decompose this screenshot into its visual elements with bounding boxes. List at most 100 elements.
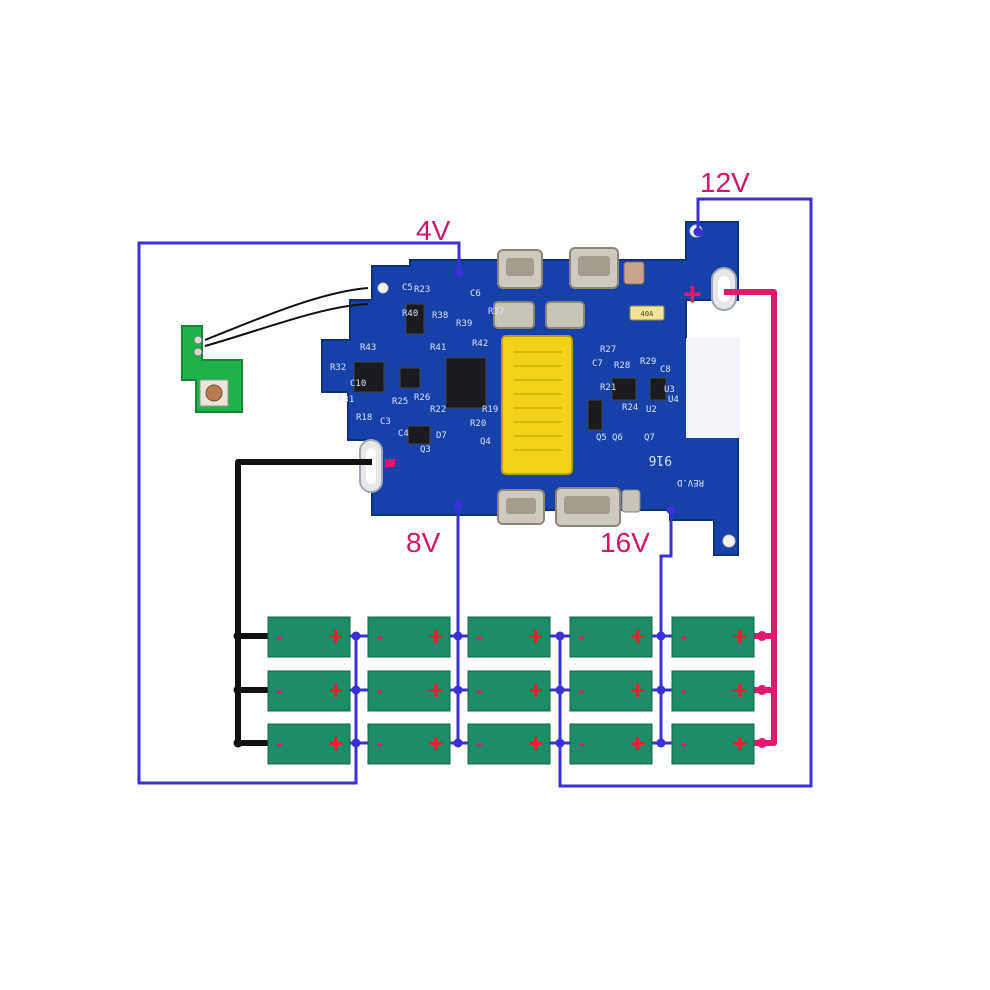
balance-wires — [137, 197, 813, 788]
cell-positive-sign: + — [328, 621, 343, 651]
battery-cell: -+ — [267, 723, 351, 765]
cell-junction-dot — [656, 738, 666, 748]
cell-positive-sign: + — [630, 728, 645, 758]
battery-cell: -+ — [671, 723, 755, 765]
wire-4v — [137, 241, 461, 785]
cell-junction-dot — [453, 738, 463, 748]
cell-junction-dots — [233, 631, 767, 748]
switch-lead-1 — [204, 287, 369, 341]
pcb-mark: 916 — [649, 452, 672, 467]
cell-junction-dot — [351, 738, 361, 748]
silkscreen-label: Q5 — [596, 433, 607, 443]
cell-negative-sign: - — [476, 626, 483, 648]
pcb-revision: REV.D — [677, 477, 704, 487]
cell-positive-sign: + — [732, 621, 747, 651]
label-12v: 12V — [700, 167, 750, 198]
battery-cell: -+ — [671, 616, 755, 658]
plus-terminal-label: + — [683, 276, 702, 312]
silkscreen-label: Q6 — [612, 433, 623, 443]
silkscreen-label: U3 — [664, 385, 675, 395]
neg-slot-hole — [366, 448, 376, 484]
junction-dots — [453, 227, 703, 515]
tactile-button — [205, 384, 223, 402]
cell-junction-dot — [555, 685, 565, 695]
silkscreen-label: D7 — [436, 431, 447, 441]
silkscreen-label: R42 — [472, 339, 488, 349]
silkscreen-label: Q3 — [420, 445, 431, 455]
battery-cell: -+ — [267, 616, 351, 658]
pos-junction-dot — [757, 631, 767, 641]
negative-wire — [235, 459, 372, 746]
silkscreen-label: U4 — [668, 395, 679, 405]
label-4v: 4V — [416, 215, 451, 246]
silkscreen-label: R39 — [456, 319, 472, 329]
switch-board — [181, 287, 369, 413]
cell-positive-sign: + — [328, 675, 343, 705]
silkscreen-label: R22 — [430, 405, 446, 415]
cell-positive-sign: + — [428, 728, 443, 758]
cell-junction-dot — [351, 685, 361, 695]
switch-lead-2 — [204, 303, 369, 347]
top-terminals — [493, 247, 645, 329]
silkscreen-label: R19 — [482, 405, 498, 415]
cell-negative-sign: - — [680, 680, 687, 702]
silkscreen-label: R24 — [622, 403, 638, 413]
silkscreen-label: C6 — [470, 289, 481, 299]
silkscreen-label: R29 — [640, 357, 656, 367]
cell-negative-sign: - — [376, 733, 383, 755]
switch-pad — [193, 347, 203, 357]
pos-junction-dot — [757, 685, 767, 695]
silkscreen-label: R20 — [470, 419, 486, 429]
mounting-hole — [722, 534, 736, 548]
battery-cell: -+ — [367, 723, 451, 765]
cell-junction-dot — [656, 631, 666, 641]
cell-positive-sign: + — [428, 621, 443, 651]
battery-cell: -+ — [267, 670, 351, 712]
battery-cells: -+-+-+-+-+-+-+-+-+-+-+-+-+-+-+ — [267, 616, 755, 765]
cell-negative-sign: - — [578, 626, 585, 648]
cell-positive-sign: + — [732, 728, 747, 758]
fuse: 40A — [629, 305, 665, 321]
pcb-chips — [353, 303, 667, 445]
battery-cell: -+ — [569, 670, 653, 712]
silkscreen-label: U2 — [646, 405, 657, 415]
cell-positive-sign: + — [428, 675, 443, 705]
pos-junction-dot — [757, 738, 767, 748]
neg-junction-dot — [233, 738, 243, 748]
cell-negative-sign: - — [276, 733, 283, 755]
cell-positive-sign: + — [328, 728, 343, 758]
battery-cell: -+ — [569, 616, 653, 658]
mounting-hole — [377, 282, 389, 294]
silkscreen-label: C3 — [380, 417, 391, 427]
silkscreen-label: R38 — [432, 311, 448, 321]
battery-cell: -+ — [467, 616, 551, 658]
silkscreen-label: R18 — [356, 413, 372, 423]
silkscreen-label: Q4 — [480, 437, 491, 447]
cell-negative-sign: - — [680, 733, 687, 755]
cell-positive-sign: + — [528, 728, 543, 758]
neg-pad-marker — [385, 459, 395, 467]
neg-junction-dot — [233, 631, 243, 641]
label-16v: 16V — [600, 527, 650, 558]
silkscreen-label: R23 — [414, 285, 430, 295]
cell-positive-sign: + — [630, 675, 645, 705]
cell-negative-sign: - — [680, 626, 687, 648]
switch-pad — [193, 335, 203, 345]
cell-negative-sign: - — [476, 680, 483, 702]
cell-junction-dot — [656, 685, 666, 695]
cell-junction-dot — [453, 685, 463, 695]
cell-negative-sign: - — [276, 680, 283, 702]
silkscreen-label: R28 — [614, 361, 630, 371]
battery-cell: -+ — [467, 670, 551, 712]
silkscreen-label: R21 — [600, 383, 616, 393]
cell-junction-dot — [453, 631, 463, 641]
battery-cell: -+ — [671, 670, 755, 712]
cell-junction-dot — [351, 631, 361, 641]
silkscreen-label: C4 — [398, 429, 409, 439]
pcb-cutout — [686, 338, 740, 438]
wire-16v — [659, 510, 673, 746]
cell-positive-sign: + — [630, 621, 645, 651]
cell-negative-sign: - — [276, 626, 283, 648]
